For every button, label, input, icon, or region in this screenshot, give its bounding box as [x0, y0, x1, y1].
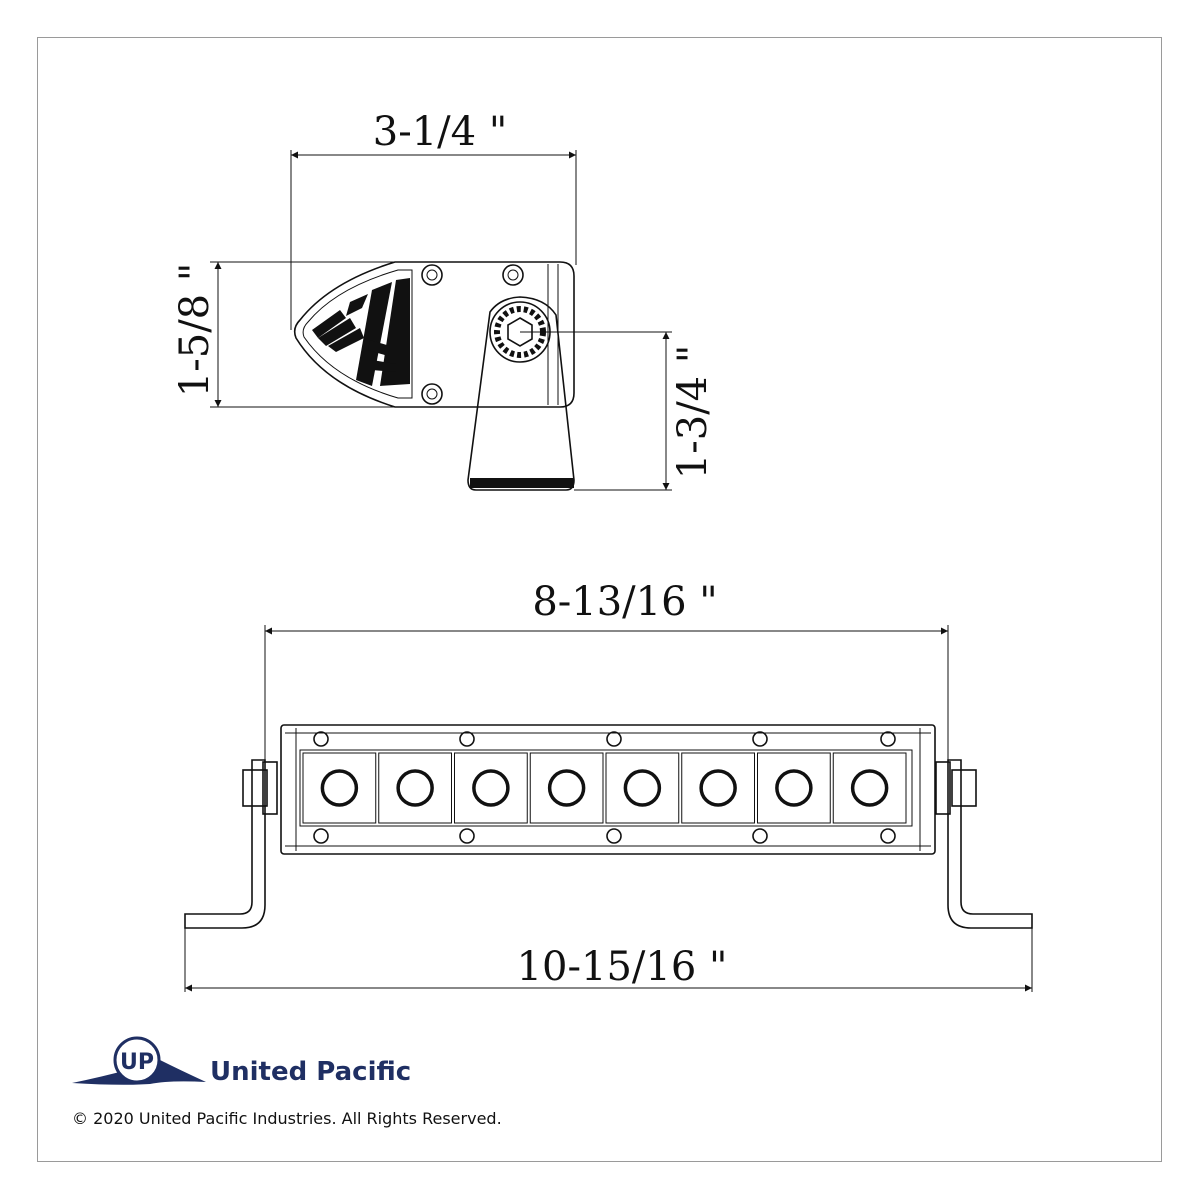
left-nut — [262, 761, 278, 815]
brand-name: United Pacific — [210, 1057, 412, 1087]
united-pacific-logo-emblem: UP — [72, 1036, 206, 1085]
side-mount-knob-grip — [494, 306, 546, 358]
side-mount-base — [470, 478, 574, 488]
right-mount-bracket — [947, 759, 1033, 929]
led-lens — [396, 769, 434, 807]
led-lens — [472, 769, 510, 807]
copyright-notice: © 2020 United Pacific Industries. All Ri… — [72, 1109, 502, 1128]
led-lens — [547, 769, 586, 807]
side-width-label: 3-1/4 " — [373, 109, 507, 155]
led-cell — [757, 752, 831, 824]
front-view: 8-13/16 " 10-15/16 " — [184, 579, 1033, 992]
side-housing-outline — [293, 261, 575, 408]
led-cell — [605, 752, 680, 824]
left-bolt — [242, 769, 268, 807]
right-bolt — [951, 769, 977, 807]
bar-length-label: 8-13/16 " — [532, 579, 717, 625]
left-mount-bracket — [184, 759, 266, 929]
led-lens — [850, 769, 889, 807]
side-view: 3-1/4 " 1-5/8 " 1-3/4 " — [172, 109, 716, 491]
lens-area — [299, 749, 913, 827]
led-row — [302, 752, 907, 824]
led-cell — [529, 752, 604, 824]
mount-height-label: 1-3/4 " — [670, 345, 716, 479]
side-mount-knob — [489, 301, 551, 363]
led-lens — [320, 769, 359, 807]
side-lens-outline — [302, 269, 413, 399]
led-cell — [681, 752, 755, 824]
logo-emblem-letters: UP — [120, 1050, 154, 1075]
front-screws — [313, 731, 896, 844]
led-cell — [378, 752, 452, 824]
led-lens — [699, 769, 737, 807]
side-height-label: 1-5/8 " — [172, 263, 218, 397]
side-mount-hex-bolt — [507, 317, 533, 347]
right-nut — [935, 761, 951, 815]
side-fins — [312, 278, 410, 386]
led-lens — [623, 769, 662, 807]
logo-circle — [113, 1036, 161, 1084]
led-cell — [454, 752, 528, 824]
led-cell — [832, 752, 907, 824]
light-bar-housing — [280, 724, 936, 855]
led-cell — [302, 752, 377, 824]
side-screws — [421, 264, 524, 405]
drawing-frame — [37, 37, 1162, 1162]
led-lens — [775, 769, 813, 807]
overall-length-label: 10-15/16 " — [517, 944, 728, 990]
